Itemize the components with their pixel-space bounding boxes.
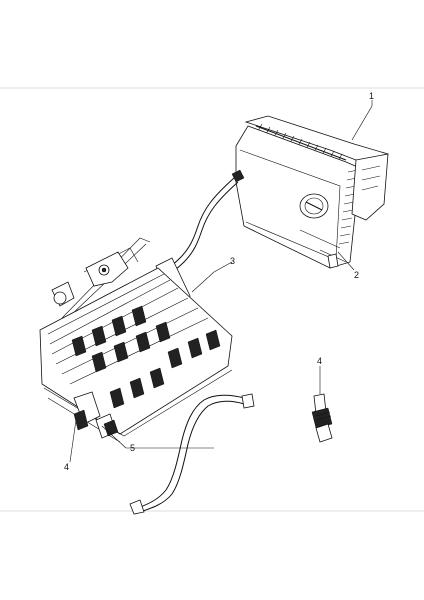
callout-1: 1 <box>369 91 374 101</box>
air-cleaner-assembly <box>231 115 389 269</box>
callout-2: 2 <box>354 270 359 280</box>
callout-5: 5 <box>130 443 135 453</box>
pcv-valve <box>311 393 333 443</box>
coil-packs <box>71 305 221 409</box>
callout-4-right: 4 <box>317 356 322 366</box>
callout-3: 3 <box>230 256 235 266</box>
engine-block <box>39 237 233 443</box>
breather-hose <box>129 393 255 515</box>
callout-4-left: 4 <box>64 462 69 472</box>
leader-lines <box>69 100 373 463</box>
